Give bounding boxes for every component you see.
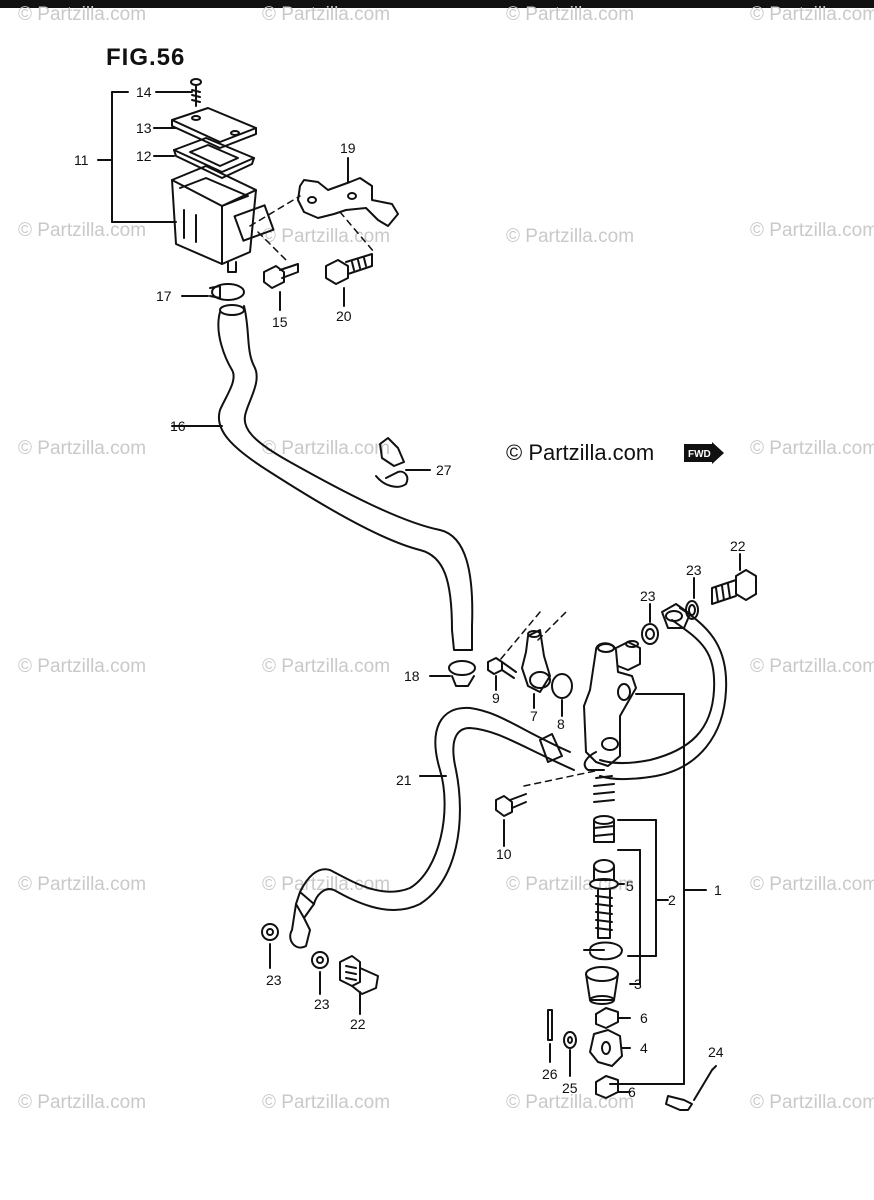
hose-joint-part xyxy=(521,629,551,709)
callout-label: 25 xyxy=(562,1080,578,1096)
reservoir-hose-part xyxy=(171,304,474,651)
watermark: © Partzilla.com xyxy=(18,874,147,895)
svg-text:FWD: FWD xyxy=(688,449,711,460)
callout-label: 16 xyxy=(170,418,186,434)
assembly-guide-lines xyxy=(249,195,601,787)
nut-part xyxy=(595,1075,631,1099)
reservoir-tank-part xyxy=(171,165,275,273)
watermark: © Partzilla.com xyxy=(750,656,874,677)
watermark: © Partzilla.com xyxy=(262,226,391,247)
washer-part xyxy=(641,603,659,645)
callout-label: 26 xyxy=(542,1066,558,1082)
top-border-bar xyxy=(0,0,874,8)
watermark: © Partzilla.com xyxy=(750,1092,874,1113)
callout-label: 24 xyxy=(708,1044,724,1060)
callout-label: 23 xyxy=(266,972,282,988)
leader-line-11 xyxy=(97,91,193,223)
nut-part xyxy=(595,1007,631,1029)
leader-line-1 xyxy=(583,693,707,1085)
washer-part xyxy=(685,577,699,620)
callout-label: 13 xyxy=(136,120,152,136)
callout-label: 12 xyxy=(136,148,152,164)
callout-label: 1 xyxy=(714,882,722,898)
callout-label: 2 xyxy=(668,892,676,908)
callout-label: 23 xyxy=(314,996,330,1012)
watermark: © Partzilla.com xyxy=(18,438,147,459)
bolt-part xyxy=(325,253,373,307)
callout-label: 22 xyxy=(730,538,746,554)
brake-hose-part xyxy=(599,603,728,780)
fwd-arrow-icon: FWD xyxy=(684,442,724,464)
callout-label: 23 xyxy=(686,562,702,578)
diaphragm-part xyxy=(173,137,255,179)
washer-part xyxy=(311,951,329,995)
callout-label: 19 xyxy=(340,140,356,156)
screw-part xyxy=(190,78,202,107)
callout-label: 23 xyxy=(640,588,656,604)
callout-label: 14 xyxy=(136,84,152,100)
mounting-bracket-part xyxy=(297,157,399,227)
callout-label: 15 xyxy=(272,314,288,330)
watermark: © Partzilla.com xyxy=(262,1092,391,1113)
callout-label: 10 xyxy=(496,846,512,862)
hose-clamp-part xyxy=(181,283,245,301)
watermark: © Partzilla.com xyxy=(262,874,391,895)
piston-cup-part xyxy=(585,966,619,1005)
screw-part xyxy=(487,657,517,691)
watermark: © Partzilla.com xyxy=(18,4,147,25)
screw-part xyxy=(495,793,527,847)
banjo-bolt-part xyxy=(711,553,757,605)
watermark: © Partzilla.com xyxy=(750,438,874,459)
callout-label: 20 xyxy=(336,308,352,324)
watermark: © Partzilla.com xyxy=(750,4,874,25)
master-cylinder-part xyxy=(583,640,685,771)
watermark: © Partzilla.com xyxy=(750,874,874,895)
hose-clip-part xyxy=(375,437,431,488)
callout-label: 7 xyxy=(530,708,538,724)
watermark: © Partzilla.com xyxy=(262,438,391,459)
reservoir-cap-part xyxy=(171,107,257,149)
credit-text: © Partzilla.com xyxy=(506,440,655,465)
banjo-bolt-part xyxy=(339,955,379,1015)
leader-line-2-3 xyxy=(617,819,669,985)
bolt-part xyxy=(263,263,299,311)
piston-spring-part xyxy=(589,775,623,961)
callout-label: 8 xyxy=(557,716,565,732)
watermark: © Partzilla.com xyxy=(18,656,147,677)
clevis-part xyxy=(589,1029,631,1067)
washer-part xyxy=(261,923,279,969)
callout-label: 21 xyxy=(396,772,412,788)
cotter-pin-part xyxy=(547,1009,553,1063)
hose-clamp-part xyxy=(429,660,476,687)
callout-label: 6 xyxy=(640,1010,648,1026)
callout-label: 3 xyxy=(634,976,642,992)
callout-label: 27 xyxy=(436,462,452,478)
callout-label: 5 xyxy=(626,878,634,894)
callout-label: 9 xyxy=(492,690,500,706)
callout-label: 18 xyxy=(404,668,420,684)
watermark: © Partzilla.com xyxy=(262,656,391,677)
watermark: © Partzilla.com xyxy=(506,226,635,247)
callout-label: 4 xyxy=(640,1040,648,1056)
figure-title: FIG.56 xyxy=(106,44,186,71)
watermark: © Partzilla.com xyxy=(18,1092,147,1113)
washer-part xyxy=(563,1031,577,1077)
callout-label: 6 xyxy=(628,1084,636,1100)
callout-label: 11 xyxy=(74,152,89,168)
o-ring-part xyxy=(551,673,573,717)
watermark: © Partzilla.com xyxy=(262,4,391,25)
clevis-pin-part xyxy=(665,1065,717,1111)
watermark: © Partzilla.com xyxy=(18,220,147,241)
watermark: © Partzilla.com xyxy=(750,220,874,241)
callout-label: 22 xyxy=(350,1016,366,1032)
brake-hose-part xyxy=(289,706,575,949)
watermark: © Partzilla.com xyxy=(506,4,635,25)
callout-label: 17 xyxy=(156,288,172,304)
